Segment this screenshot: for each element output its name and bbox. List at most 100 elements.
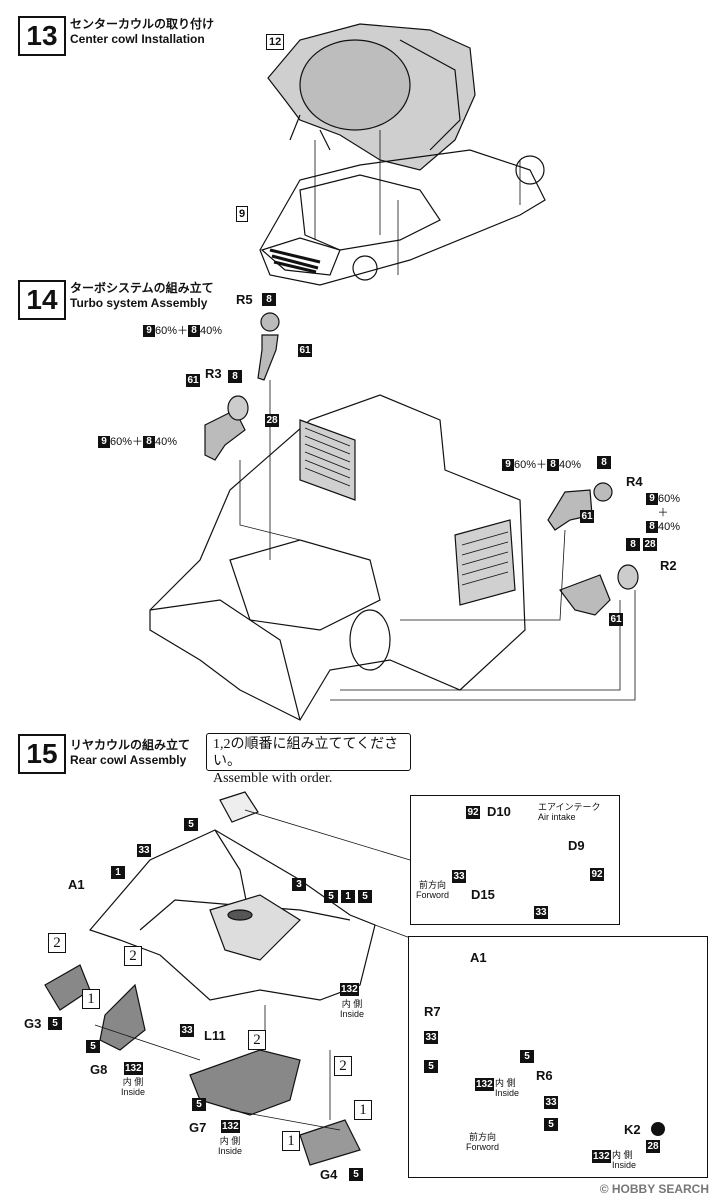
inside-ja: 内 側 [612, 1150, 633, 1160]
fwd-ja: 前方向 [419, 880, 447, 890]
assembly-order-note: 1,2の順番に組み立ててください。 Assemble with order. [206, 733, 411, 786]
step-14-title-ja: ターボシステムの組み立て [70, 281, 214, 295]
step-13-title-ja: センターカウルの取り付け [70, 17, 215, 31]
part-92-chip: 92 [590, 868, 604, 881]
k2-chip-icon [651, 1122, 665, 1136]
rear-detail-inset [408, 936, 708, 1178]
inside-label: 内 側 Inside [495, 1078, 519, 1098]
inside-en: Inside [340, 1009, 365, 1019]
paint-8-chip: 8 [228, 370, 242, 383]
forward-caption: 前方向 Forword [416, 880, 449, 900]
inside-en: Inside [612, 1160, 637, 1170]
g7-label: G7 [189, 1120, 207, 1135]
inside-label: 内 側 Inside [121, 1077, 145, 1097]
inside-en: Inside [495, 1088, 520, 1098]
mix-a-text: 60%＋ [155, 325, 189, 337]
part-9-label: 9 [236, 206, 249, 222]
part-132-chip: 132 [221, 1120, 240, 1133]
r4-label: R4 [626, 474, 643, 489]
inside-label: 内 側 Inside [612, 1150, 636, 1170]
g3-label: G3 [24, 1016, 42, 1031]
step-15-title-en: Rear cowl Assembly [70, 753, 187, 767]
center-cowl-drawing [259, 23, 546, 286]
part-1-chip: 1 [111, 866, 125, 879]
paint-9-chip: 9 [98, 436, 110, 449]
note-en: Assemble with order. [213, 771, 333, 786]
mix-b-text: 40% [200, 325, 223, 337]
part-33-chip: 33 [534, 906, 548, 919]
inside-label: 内 側 Inside [340, 999, 364, 1019]
part-3-chip: 3 [292, 878, 306, 891]
a1-label: A1 [470, 950, 487, 965]
r7-label: R7 [424, 1004, 441, 1019]
part-33-chip: 33 [137, 844, 151, 857]
part-5-chip: 5 [520, 1050, 534, 1063]
paint-8-chip: 8 [143, 436, 156, 449]
part-5-chip: 5 [544, 1118, 558, 1131]
part-28-chip: 28 [265, 414, 279, 427]
part-132-chip: 132 [475, 1078, 494, 1091]
inside-label: 内 側 Inside [218, 1136, 242, 1156]
part-5-chip: 5 [192, 1098, 206, 1111]
k2-label: K2 [624, 1122, 641, 1137]
part-33-chip: 33 [180, 1024, 194, 1037]
step-14-number: 14 [18, 280, 66, 320]
inside-en: Inside [218, 1146, 243, 1156]
part-12-label: 12 [266, 34, 285, 50]
paint-8-chip: 8 [262, 293, 276, 306]
paint-8-chip: 8 [646, 521, 658, 534]
mix-a-text: 60%＋ [514, 459, 548, 471]
mix-plus: ＋ [657, 507, 669, 519]
d15-label: D15 [471, 887, 495, 902]
step-13-title-en: Center cowl Installation [70, 32, 205, 46]
inside-ja: 内 側 [495, 1078, 516, 1088]
part-1-chip: 1 [341, 890, 355, 903]
paint-8-chip: 8 [626, 538, 640, 551]
g8-label: G8 [90, 1062, 108, 1077]
part-92-chip: 92 [466, 806, 480, 819]
air-intake-inset [410, 795, 620, 925]
air-en: Air intake [538, 812, 576, 822]
part-5-chip: 5 [86, 1040, 100, 1053]
inside-en: Inside [121, 1087, 146, 1097]
part-61-chip: 61 [298, 344, 312, 357]
part-33-chip: 33 [424, 1031, 438, 1044]
fwd-ja: 前方向 [469, 1132, 497, 1142]
paint-9-chip: 9 [646, 493, 658, 506]
part-5-chip: 5 [349, 1168, 363, 1181]
a1-label: A1 [68, 877, 85, 892]
part-61-chip: 61 [580, 510, 594, 523]
r2-label: R2 [660, 558, 677, 573]
step-15-title: リヤカウルの組み立て Rear cowl Assembly [70, 738, 190, 768]
part-132-chip: 132 [340, 983, 359, 996]
order-1-box: 1 [282, 1131, 300, 1151]
step-13-title: センターカウルの取り付け Center cowl Installation [70, 17, 214, 47]
inside-ja: 内 側 [219, 1136, 241, 1146]
d10-label: D10 [487, 804, 511, 819]
r3-label: R3 [205, 366, 222, 381]
order-2-box: 2 [48, 933, 66, 953]
inside-ja: 内 側 [341, 999, 363, 1009]
air-intake-caption: エアインテーク Air intake [538, 802, 601, 822]
part-28-chip: 28 [643, 538, 657, 551]
step-14-title-en: Turbo system Assembly [70, 296, 208, 310]
part-5-chip: 5 [424, 1060, 438, 1073]
d9-label: D9 [568, 838, 585, 853]
part-33-chip: 33 [452, 870, 466, 883]
paint-8-chip: 8 [188, 325, 201, 338]
r5-label: R5 [236, 292, 253, 307]
order-2-box: 2 [124, 946, 142, 966]
mix-stack-b: 40% [658, 521, 681, 533]
step-15-number: 15 [18, 734, 66, 774]
part-132-chip: 132 [124, 1062, 143, 1075]
note-ja: 1,2の順番に組み立ててください。 [213, 737, 399, 769]
order-2-box: 2 [334, 1056, 352, 1076]
part-5-chip: 5 [48, 1017, 62, 1030]
part-5-chip: 5 [358, 890, 372, 903]
turbo-chassis-drawing [149, 312, 639, 721]
part-61-chip: 61 [609, 613, 623, 626]
part-5-chip: 5 [324, 890, 338, 903]
